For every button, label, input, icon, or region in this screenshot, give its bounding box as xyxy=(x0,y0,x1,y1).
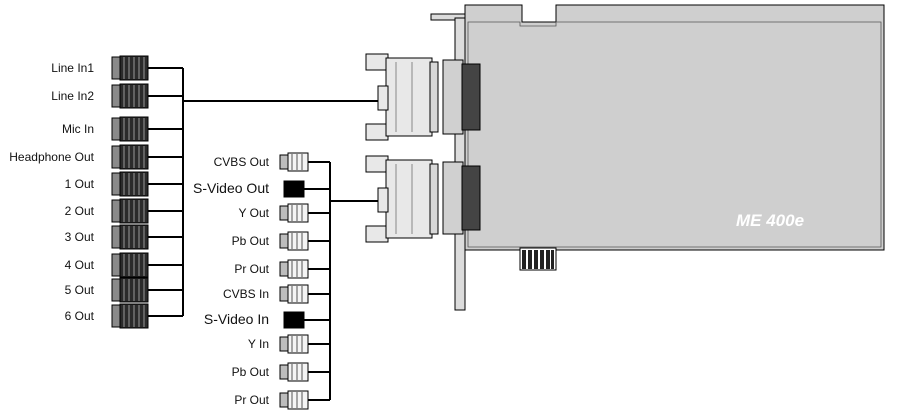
audio-jack-label: 4 Out xyxy=(65,258,95,272)
audio-jack-label: Headphone Out xyxy=(9,150,94,164)
audio-jack-label: 6 Out xyxy=(65,309,95,323)
video-connector-label: Y In xyxy=(248,337,269,351)
card-name-label: ME 400e xyxy=(736,211,804,230)
bnc-body xyxy=(287,152,309,172)
bnc-body xyxy=(287,284,309,304)
jack-tip xyxy=(111,117,121,141)
jack-tip xyxy=(111,199,121,223)
bnc-tip xyxy=(279,286,289,302)
video-cable xyxy=(329,162,378,400)
card-port-upper xyxy=(461,63,481,131)
video-connector-cvbs-in-5[interactable]: CVBS In xyxy=(223,284,330,304)
dsub-plug-video[interactable] xyxy=(365,155,439,243)
video-connector-label: S-Video Out xyxy=(193,180,269,196)
audio-jack-line-in2[interactable]: Line In2 xyxy=(51,83,183,109)
audio-jack-5-out[interactable]: 5 Out xyxy=(65,277,183,303)
bnc-body xyxy=(287,362,309,382)
video-connector-y-out-2[interactable]: Y Out xyxy=(239,203,330,223)
bnc-tip xyxy=(279,364,289,380)
audio-jack-headphone-out[interactable]: Headphone Out xyxy=(9,144,183,170)
audio-jack-2-out[interactable]: 2 Out xyxy=(65,198,183,224)
video-connector-pr-out-9[interactable]: Pr Out xyxy=(234,390,330,410)
video-connector-label: S-Video In xyxy=(204,311,269,327)
video-connector-label: CVBS In xyxy=(223,287,269,301)
bnc-body xyxy=(287,231,309,251)
audio-jack-label: Line In1 xyxy=(51,61,94,75)
audio-jack-3-out[interactable]: 3 Out xyxy=(65,224,183,250)
audio-jack-label: Line In2 xyxy=(51,89,94,103)
svideo-plug xyxy=(283,180,305,198)
card-port-upper-shell xyxy=(442,59,464,135)
dsub-plug-audio[interactable] xyxy=(365,53,439,141)
bnc-body xyxy=(287,334,309,354)
audio-jack-6-out[interactable]: 6 Out xyxy=(65,303,183,329)
video-connector-label: Pb Out xyxy=(232,234,270,248)
video-connector-y-in-7[interactable]: Y In xyxy=(248,334,330,354)
video-connector-label: Pr Out xyxy=(234,393,269,407)
card-port-lower-shell xyxy=(442,161,464,235)
audio-jack-mic-in[interactable]: Mic In xyxy=(62,116,183,142)
audio-jack-line-in1[interactable]: Line In1 xyxy=(51,55,183,81)
jack-tip xyxy=(111,145,121,169)
video-connector-s-video-in-6[interactable]: S-Video In xyxy=(204,311,330,329)
jack-tip xyxy=(111,172,121,196)
card-port-lower xyxy=(461,165,481,231)
video-connector-label: Pb Out xyxy=(232,365,270,379)
jack-tip xyxy=(111,56,121,80)
jack-tip xyxy=(111,253,121,277)
bnc-tip xyxy=(279,233,289,249)
pcie-edge-connector xyxy=(519,247,557,271)
audio-jack-4-out[interactable]: 4 Out xyxy=(65,252,183,278)
video-connector-cvbs-out-0[interactable]: CVBS Out xyxy=(214,152,330,172)
bnc-tip xyxy=(279,392,289,408)
jack-tip xyxy=(111,278,121,302)
bnc-tip xyxy=(279,336,289,352)
bnc-body xyxy=(287,259,309,279)
audio-jack-label: 2 Out xyxy=(65,204,95,218)
audio-cable xyxy=(182,68,378,316)
audio-jack-label: 1 Out xyxy=(65,177,95,191)
bnc-tip xyxy=(279,261,289,277)
svideo-plug xyxy=(283,311,305,329)
audio-jack-1-out[interactable]: 1 Out xyxy=(65,171,183,197)
card-board xyxy=(464,4,885,251)
video-connector-label: CVBS Out xyxy=(214,155,270,169)
audio-jack-label: 3 Out xyxy=(65,230,95,244)
video-connector-pb-out-3[interactable]: Pb Out xyxy=(232,231,330,251)
audio-jack-label: 5 Out xyxy=(65,283,95,297)
capture-card: ME 400e xyxy=(430,4,885,311)
bnc-body xyxy=(287,203,309,223)
video-connector-pb-out-8[interactable]: Pb Out xyxy=(232,362,330,382)
jack-tip xyxy=(111,304,121,328)
bnc-tip xyxy=(279,205,289,221)
video-connector-s-video-out-1[interactable]: S-Video Out xyxy=(193,180,330,198)
video-connector-pr-out-4[interactable]: Pr Out xyxy=(234,259,330,279)
video-connector-label: Pr Out xyxy=(234,262,269,276)
audio-jack-label: Mic In xyxy=(62,122,94,136)
video-connector-label: Y Out xyxy=(239,206,270,220)
jack-tip xyxy=(111,84,121,108)
bnc-body xyxy=(287,390,309,410)
bnc-tip xyxy=(279,154,289,170)
jack-tip xyxy=(111,225,121,249)
